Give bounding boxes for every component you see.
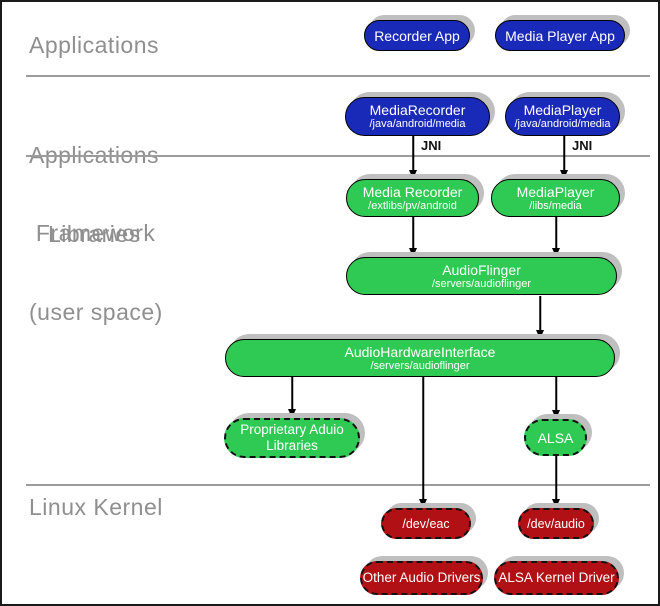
node-alsa: ALSA [524, 419, 587, 456]
node-audioflinger-path: /servers/audioflinger [431, 277, 532, 290]
node-audiohardwareinterface-path: /servers/audioflinger [370, 359, 470, 372]
section-label-libraries-line1: Libraries [48, 221, 141, 247]
node-proprietary-line2: Libraries [266, 438, 318, 453]
node-media-recorder-lib-path: /extlibs/pv/android [368, 199, 457, 212]
arrow-audioflinger-to-ahi [535, 296, 545, 339]
node-mediaplayer-framework-title: MediaPlayer [523, 102, 602, 118]
node-mediarecorder-framework: MediaRecorder /java/android/media [345, 97, 490, 136]
node-dev-audio-title: /dev/audio [527, 516, 585, 531]
arrowhead-icon [552, 248, 560, 257]
node-audioflinger-title: AudioFlinger [442, 261, 521, 278]
arrowhead-icon [409, 170, 417, 179]
arrowhead-icon [536, 330, 544, 339]
node-mediaplayer-lib: MediaPlayer /libs/media [491, 179, 620, 217]
section-label-linux-kernel: Linux Kernel [29, 494, 163, 520]
jni-label-left: JNI [421, 138, 442, 153]
arrow-ahi-to-alsa [551, 377, 561, 419]
node-audiohardwareinterface-title: AudioHardwareInterface [344, 343, 496, 360]
section-label-libraries: Libraries (user space) [29, 169, 163, 377]
node-dev-eac: /dev/eac [381, 508, 471, 539]
divider-applications-framework [26, 75, 650, 77]
arrow-player-jni [559, 136, 569, 179]
node-recorder-app: Recorder App [364, 20, 470, 51]
arrow-alsa-to-dev-audio [551, 456, 561, 508]
node-media-recorder-lib-title: Media Recorder [362, 183, 463, 200]
section-label-applications: Applications [29, 32, 160, 58]
node-alsa-kernel-driver: ALSA Kernel Driver [494, 561, 619, 595]
node-audiohardwareinterface: AudioHardwareInterface /servers/audiofli… [225, 339, 615, 377]
arrow-recorder-jni [408, 136, 418, 179]
node-mediaplayer-framework-path: /java/android/media [514, 118, 611, 130]
node-alsa-title: ALSA [537, 429, 574, 446]
node-dev-eac-title: /dev/eac [402, 516, 450, 531]
node-mediarecorder-framework-path: /java/android/media [369, 118, 466, 130]
section-label-framework-line2: Framework [29, 220, 156, 246]
arrowhead-icon [552, 499, 560, 508]
divider-libraries-kernel [26, 484, 650, 486]
arrowhead-icon [560, 170, 568, 179]
node-mediaplayer-lib-path: /libs/media [529, 199, 582, 212]
node-alsa-kernel-driver-title: ALSA Kernel Driver [498, 570, 615, 585]
divider-framework-libraries [26, 155, 650, 157]
arrow-playerlib-to-audioflinger [551, 217, 561, 257]
node-proprietary-audio-libraries: Proprietary Aduio Libraries [224, 418, 360, 458]
arrow-ahi-to-proprietary [287, 377, 297, 418]
node-media-player-app-title: Media Player App [505, 27, 615, 44]
node-other-audio-drivers-title: Other Audio Drivers [362, 570, 481, 585]
node-dev-audio: /dev/audio [518, 508, 594, 539]
arrowhead-icon [552, 410, 560, 419]
arrowhead-icon [409, 248, 417, 257]
node-media-player-app: Media Player App [495, 20, 625, 51]
arrowhead-icon [419, 499, 427, 508]
jni-label-right: JNI [572, 138, 593, 153]
node-audioflinger: AudioFlinger /servers/audioflinger [346, 257, 617, 295]
node-mediarecorder-framework-title: MediaRecorder [369, 102, 466, 118]
node-mediaplayer-lib-title: MediaPlayer [516, 183, 595, 200]
section-label-libraries-line2: (user space) [29, 299, 163, 325]
arrow-recorderlib-to-audioflinger [408, 217, 418, 257]
node-recorder-app-title: Recorder App [374, 27, 460, 44]
arrowhead-icon [288, 409, 296, 418]
node-proprietary-line1: Proprietary Aduio [240, 422, 344, 437]
arrow-ahi-to-dev-eac [418, 377, 428, 508]
node-media-recorder-lib: Media Recorder /extlibs/pv/android [346, 179, 479, 217]
node-other-audio-drivers: Other Audio Drivers [360, 561, 483, 595]
node-mediaplayer-framework: MediaPlayer /java/android/media [505, 97, 620, 136]
